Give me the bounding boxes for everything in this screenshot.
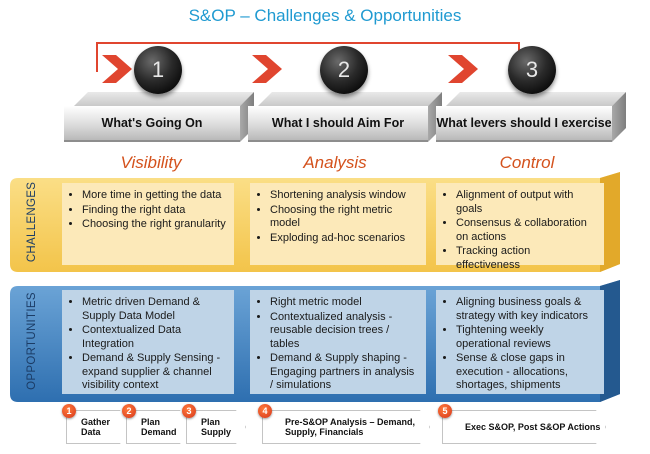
list-item: Choosing the right granularity bbox=[82, 218, 226, 232]
step-number-badge: 5 bbox=[438, 404, 452, 418]
opportunities-label: OPPORTUNITIES bbox=[10, 286, 54, 396]
theme-visibility: Visibility bbox=[120, 153, 182, 172]
challenges-panel-control: Alignment of output with goals Consensus… bbox=[436, 183, 604, 271]
list-item: Tightening weekly operational reviews bbox=[456, 324, 596, 351]
step-number-badge: 2 bbox=[122, 404, 136, 418]
step-line-1: Gather bbox=[81, 417, 111, 427]
chevron-arrow-icon bbox=[252, 55, 282, 83]
list-item: Contextualized analysis - reusable decis… bbox=[270, 311, 418, 352]
list-item: Aligning business goals & strategy with … bbox=[456, 296, 596, 323]
challenges-label: CHALLENGES bbox=[10, 178, 54, 266]
stage-heading: What I should Aim For bbox=[248, 106, 428, 142]
block-top-face bbox=[446, 92, 626, 106]
step-line-2: Demand bbox=[141, 427, 177, 437]
list-item: Contextualized Data Integration bbox=[82, 324, 226, 351]
process-step-exec-sop: Exec S&OP, Post S&OP Actions bbox=[442, 410, 606, 444]
stage-number-ball-2: 2 bbox=[320, 46, 368, 94]
opportunities-panel-visibility: Metric driven Demand & Supply Data Model… bbox=[62, 290, 234, 394]
challenges-label-text: CHALLENGES bbox=[26, 181, 38, 263]
opportunities-panel-control: Aligning business goals & strategy with … bbox=[436, 290, 604, 394]
stage-heading: What levers should I exercise bbox=[436, 106, 612, 142]
list-item: Finding the right data bbox=[82, 204, 226, 218]
list-item: Tracking action effectiveness bbox=[456, 245, 596, 272]
step-line-1: Plan bbox=[141, 417, 161, 427]
step-line-1: Plan bbox=[201, 417, 221, 427]
list-item: Choosing the right metric model bbox=[270, 204, 418, 231]
list-item: Alignment of output with goals bbox=[456, 189, 596, 216]
challenges-panel-analysis: Shortening analysis window Choosing the … bbox=[250, 183, 426, 265]
stage-block-1: What's Going On bbox=[64, 92, 254, 142]
opportunities-panel-analysis: Right metric model Contextualized analys… bbox=[250, 290, 426, 394]
stage-number-ball-1: 1 bbox=[134, 46, 182, 94]
list-item: Shortening analysis window bbox=[270, 189, 418, 203]
list-item: Right metric model bbox=[270, 296, 418, 310]
list-item: Metric driven Demand & Supply Data Model bbox=[82, 296, 226, 323]
chevron-arrow-icon bbox=[448, 55, 478, 83]
list-item: Demand & Supply shaping - Engaging partn… bbox=[270, 352, 418, 393]
step-line-1: Pre-S&OP Analysis – Demand, bbox=[285, 417, 416, 427]
diagram-title: S&OP – Challenges & Opportunities bbox=[188, 6, 462, 25]
theme-control: Control bbox=[499, 153, 555, 172]
chevron-arrow-icon bbox=[102, 55, 132, 83]
stage-heading: What's Going On bbox=[64, 106, 240, 142]
challenges-panel-visibility: More time in getting the data Finding th… bbox=[62, 183, 234, 265]
step-number-badge: 3 bbox=[182, 404, 196, 418]
feedback-loop-line-top bbox=[96, 42, 520, 44]
step-line-2: Supply, Financials bbox=[285, 427, 364, 437]
block-side-face bbox=[612, 92, 626, 142]
process-step-pre-sop-analysis: Pre-S&OP Analysis – Demand,Supply, Finan… bbox=[262, 410, 430, 444]
step-line-2: Supply bbox=[201, 427, 232, 437]
block-top-face bbox=[258, 92, 442, 106]
block-top-face bbox=[74, 92, 254, 106]
list-item: More time in getting the data bbox=[82, 189, 226, 203]
list-item: Exploding ad-hoc scenarios bbox=[270, 232, 418, 246]
step-line-1: Exec S&OP, Post S&OP Actions bbox=[465, 422, 601, 432]
feedback-loop-line-left bbox=[96, 42, 98, 72]
step-number-badge: 1 bbox=[62, 404, 76, 418]
stage-block-3: What levers should I exercise bbox=[436, 92, 626, 142]
step-line-2: Data bbox=[81, 427, 101, 437]
list-item: Demand & Supply Sensing - expand supplie… bbox=[82, 352, 226, 393]
theme-analysis: Analysis bbox=[303, 153, 367, 172]
stage-number-ball-3: 3 bbox=[508, 46, 556, 94]
step-number-badge: 4 bbox=[258, 404, 272, 418]
list-item: Sense & close gaps in execution - alloca… bbox=[456, 352, 596, 393]
opportunities-label-text: OPPORTUNITIES bbox=[26, 292, 38, 390]
stage-block-2: What I should Aim For bbox=[248, 92, 442, 142]
list-item: Consensus & collaboration on actions bbox=[456, 217, 596, 244]
